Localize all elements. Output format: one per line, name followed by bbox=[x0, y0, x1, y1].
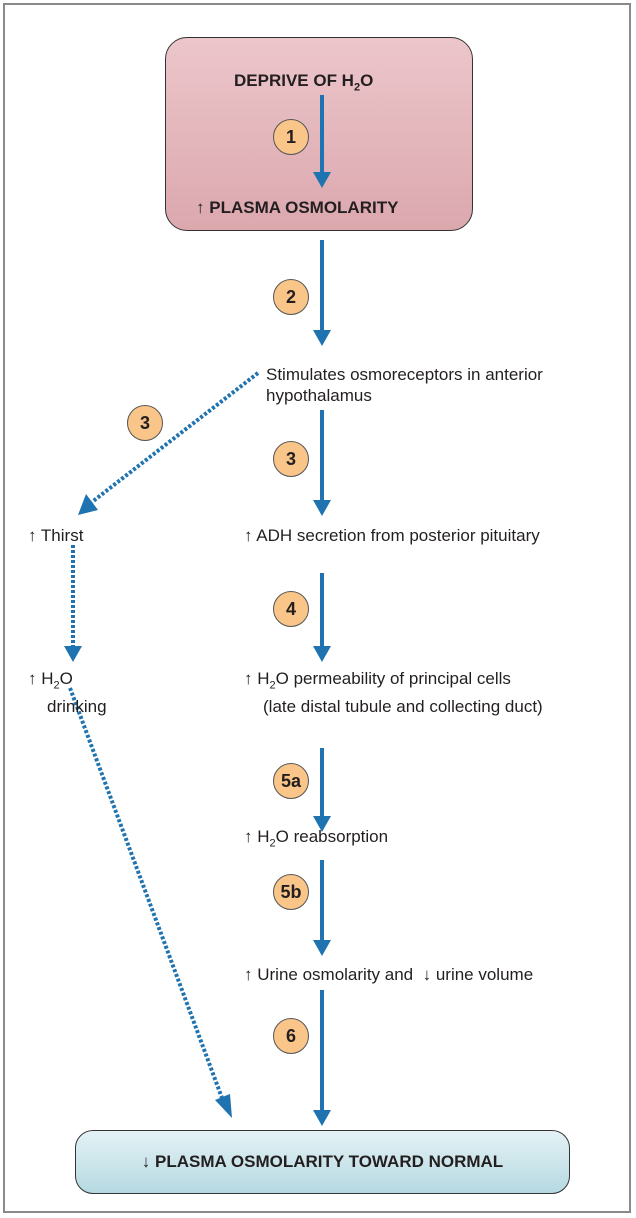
up-arrow-icon: ↑ bbox=[28, 526, 37, 545]
deprive-water-label: DEPRIVE OF H2O bbox=[234, 71, 374, 94]
water-drinking-label: ↑ H2O drinking bbox=[28, 669, 107, 717]
up-arrow-icon: ↑ bbox=[244, 827, 253, 846]
arrowhead-to-normal bbox=[215, 1094, 232, 1118]
step-badge-5a: 5a bbox=[273, 763, 309, 799]
dotted-arrow-to-thirst bbox=[90, 371, 260, 504]
down-arrow-icon: ↓ bbox=[422, 965, 432, 984]
step-badge-1: 1 bbox=[273, 119, 309, 155]
arrowhead-to-thirst bbox=[78, 494, 98, 515]
step-badge-4: 4 bbox=[273, 591, 309, 627]
arrowhead-step-3 bbox=[313, 500, 331, 516]
arrowhead-step-4 bbox=[313, 646, 331, 662]
step-badge-3-right: 3 bbox=[273, 441, 309, 477]
dotted-arrow-drinking-to-normal bbox=[68, 687, 224, 1099]
arrowhead-step-2 bbox=[313, 330, 331, 346]
plasma-osmolarity-increase-label: ↑ PLASMA OSMOLARITY bbox=[196, 198, 399, 217]
plasma-osmolarity-normal-label: ↓ PLASMA OSMOLARITY TOWARD NORMAL bbox=[141, 1152, 504, 1171]
arrowhead-step-1 bbox=[313, 172, 331, 188]
water-permeability-label: ↑ H2O permeability of principal cells (l… bbox=[244, 669, 543, 717]
up-arrow-icon: ↑ bbox=[244, 526, 253, 545]
adh-secretion-label: ↑ ADH secretion from posterior pituitary bbox=[244, 526, 540, 545]
up-arrow-icon: ↑ bbox=[196, 198, 205, 217]
arrowhead-step-6 bbox=[313, 1110, 331, 1126]
step-badge-2: 2 bbox=[273, 279, 309, 315]
arrowhead-step-5b bbox=[313, 940, 331, 956]
thirst-label: ↑ Thirst bbox=[28, 526, 84, 545]
water-reabsorption-label: ↑ H2O reabsorption bbox=[244, 827, 389, 850]
up-arrow-icon: ↑ bbox=[244, 669, 253, 688]
figure-frame bbox=[3, 3, 631, 1213]
bottom-box: ↓ PLASMA OSMOLARITY TOWARD NORMAL bbox=[75, 1130, 570, 1194]
step-badge-6: 6 bbox=[273, 1018, 309, 1054]
step-badge-3-left: 3 bbox=[127, 405, 163, 441]
osmoreceptors-label: Stimulates osmoreceptors in anterior hyp… bbox=[266, 365, 543, 405]
arrowhead-step-5a bbox=[313, 816, 331, 832]
urine-changes-label: ↑ Urine osmolarity and ↓ urine volume bbox=[244, 965, 534, 984]
step-badge-5b: 5b bbox=[273, 874, 309, 910]
up-arrow-icon: ↑ bbox=[28, 669, 37, 688]
up-arrow-icon: ↑ bbox=[244, 965, 253, 984]
arrowhead-to-drinking bbox=[64, 646, 82, 662]
down-arrow-icon: ↓ bbox=[141, 1152, 151, 1171]
top-box bbox=[165, 37, 473, 231]
